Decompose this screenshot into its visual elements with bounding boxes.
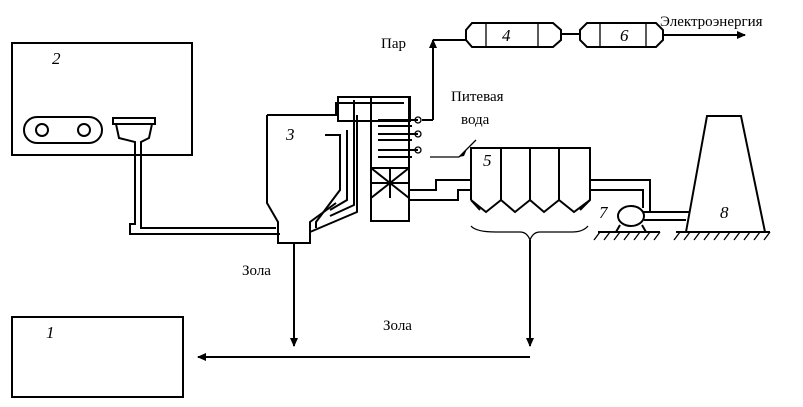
number-3: 3 [285,125,295,144]
number-2: 2 [52,49,61,68]
generator-6 [579,22,664,48]
steam-label: Пар [381,36,406,52]
number-4: 4 [502,26,511,45]
ash-dump-1 [11,316,184,398]
steam-valve-1 [414,116,422,124]
feed-water-label-2: вода [461,112,490,128]
number-6: 6 [620,26,629,45]
ash-label-bottom: Зола [383,318,412,334]
steam-valve-3 [414,146,422,154]
feed-water-label-1: Питевая [451,89,504,105]
steam-valve-2 [414,130,422,138]
ash-label-left: Зола [242,263,271,279]
electricity-label: Электроэнергия [660,14,763,30]
chimney-8 [685,115,766,233]
fan-7 [617,205,645,227]
number-1: 1 [46,323,55,342]
number-5: 5 [483,151,492,170]
turbine-4 [465,22,562,48]
number-7: 7 [599,203,609,222]
ash-collector-5 [410,147,591,242]
fuel-storage-block [11,42,280,235]
number-8: 8 [720,203,729,222]
feed-water-arrow [430,139,477,158]
boiler-block [266,96,418,244]
